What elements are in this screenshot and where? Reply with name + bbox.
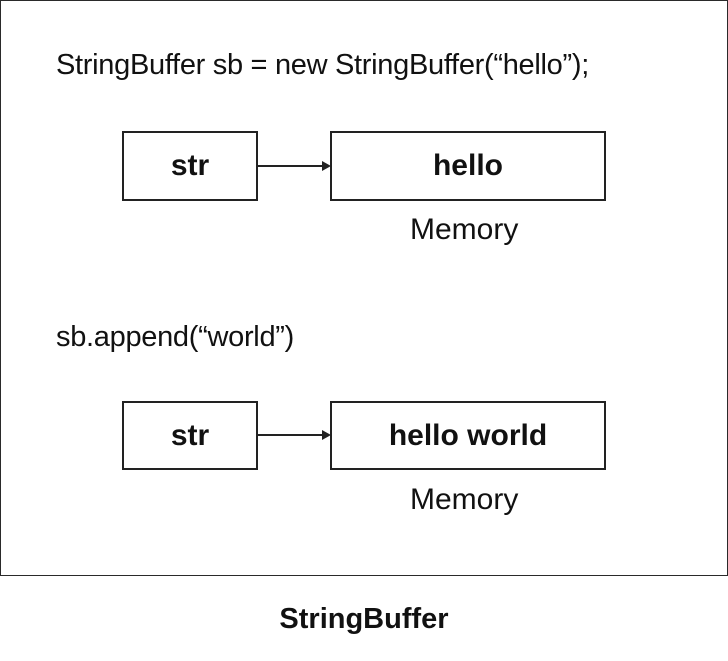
arrow-to-memory	[258, 161, 331, 171]
memory-value: hello	[432, 149, 503, 182]
reference-box-str: str	[122, 131, 258, 201]
arrow-to-memory	[258, 430, 331, 440]
diagram-caption: StringBuffer	[279, 603, 449, 635]
memory-box-value: hello	[330, 131, 606, 201]
reference-label: str	[170, 149, 210, 182]
memory-label: Memory	[410, 213, 519, 246]
reference-label: str	[170, 418, 210, 452]
reference-box-str: str	[122, 401, 258, 470]
code-line-append: sb.append(“world”)	[56, 321, 294, 353]
code-line-constructor: StringBuffer sb = new StringBuffer(“hell…	[56, 49, 589, 81]
memory-box-value: hello world	[330, 401, 606, 470]
memory-label: Memory	[410, 483, 519, 516]
diagram-frame: StringBuffer sb = new StringBuffer(“hell…	[0, 0, 728, 576]
memory-value: hello world	[388, 418, 548, 452]
